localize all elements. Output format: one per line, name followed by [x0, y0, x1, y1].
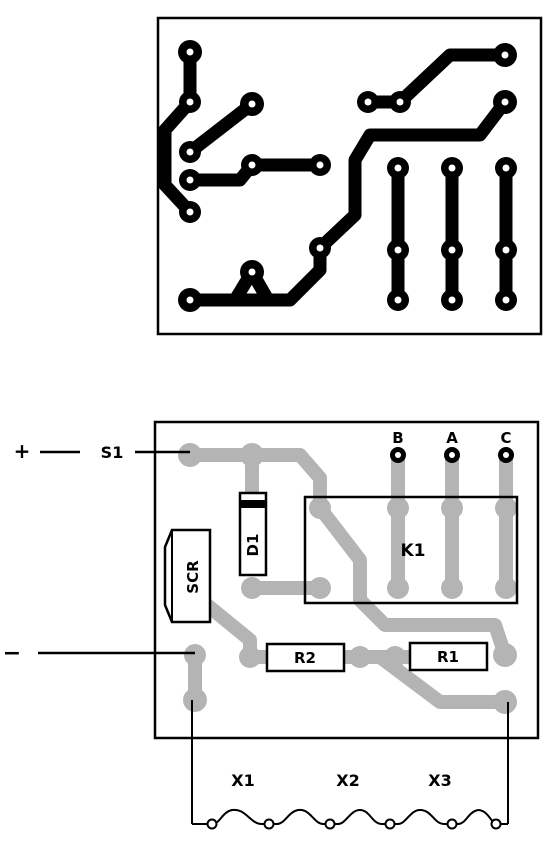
relay-label: K1	[400, 541, 425, 561]
terminal-a-label: A	[446, 429, 458, 447]
terminal-c-label: C	[500, 429, 511, 447]
sensor-x2-label: X2	[336, 771, 359, 790]
copper-layout-view	[156, 16, 543, 336]
grey-pad	[239, 646, 261, 668]
grey-pad	[387, 497, 409, 519]
grey-pad	[178, 443, 202, 467]
copper-trace	[158, 45, 197, 219]
resistor-r1-label: R1	[437, 648, 459, 666]
grey-pad	[309, 497, 331, 519]
component-side-pads	[178, 443, 517, 714]
grey-trace	[183, 448, 512, 662]
scr-label: SCR	[184, 560, 202, 594]
sensor-nodes	[206, 818, 502, 830]
copper-trace	[183, 95, 512, 307]
grey-pad	[309, 577, 331, 599]
sensor-wire	[191, 700, 509, 825]
grey-pad	[183, 688, 207, 712]
scr-component: SCR	[163, 528, 212, 624]
minus-sign: −	[3, 641, 21, 666]
grey-pad	[441, 577, 463, 599]
negative-supply: −	[3, 641, 195, 666]
copper-trace	[183, 97, 259, 159]
relay-outline	[303, 495, 519, 605]
grey-pad	[495, 577, 517, 599]
grey-pad	[387, 577, 409, 599]
grey-pad	[441, 497, 463, 519]
grey-pad	[493, 643, 517, 667]
sensor-x1-label: X1	[231, 771, 254, 790]
copper-drill-holes	[186, 48, 510, 304]
resistor-r2-label: R2	[294, 649, 316, 667]
copper-traces	[158, 45, 513, 307]
resistor-r2: R2	[265, 642, 346, 673]
terminal-b-label: B	[392, 429, 403, 447]
component-side-traces	[183, 448, 513, 709]
component-layout-view: B A C K1 D1 SCR R2 R1	[3, 420, 540, 830]
grey-pad	[184, 644, 206, 666]
resistor-r2-body	[265, 642, 346, 673]
relay-k1: K1	[303, 495, 519, 605]
grey-pad	[349, 646, 371, 668]
resistor-r1-body	[408, 641, 489, 672]
looped-wire-icon	[192, 808, 508, 825]
resistor-r1: R1	[408, 641, 489, 672]
grey-pad	[241, 577, 263, 599]
sensor-x3-label: X3	[428, 771, 451, 790]
grey-pad	[495, 497, 517, 519]
plus-sign: +	[14, 439, 31, 463]
grey-pad	[240, 443, 264, 467]
diode-d1: D1	[238, 491, 268, 577]
copper-board-outline	[156, 16, 543, 336]
positive-supply: + S1	[14, 439, 190, 463]
output-terminals: B A C	[390, 429, 514, 463]
grey-trace	[373, 650, 512, 709]
copper-trace	[361, 48, 512, 109]
grey-pad	[384, 646, 406, 668]
diode-label: D1	[244, 534, 262, 557]
component-board-outline	[153, 420, 540, 740]
cathode-band-icon	[240, 500, 266, 508]
grey-pad	[493, 690, 517, 714]
switch-s1-label: S1	[101, 443, 124, 462]
